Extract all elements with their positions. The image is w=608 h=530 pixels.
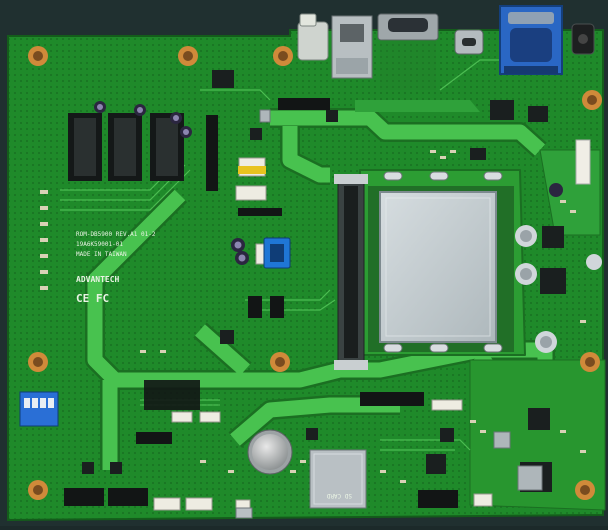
vendor-logo: ADVANTECH	[76, 275, 120, 284]
inductors	[259, 109, 543, 491]
cpu-socket	[368, 171, 514, 353]
blue-parts	[19, 237, 291, 427]
model-line: ROM-DB5900 REV.A1 01-2	[76, 231, 156, 238]
mount-hole	[28, 46, 48, 66]
dip-switch	[19, 391, 59, 427]
sodimm-slot	[334, 174, 368, 370]
silkscreen: ROM-DB5900 REV.A1 01-2 19A6K59001-01 MAD…	[76, 231, 352, 499]
passives	[40, 150, 586, 483]
cert-marks: CE FC	[76, 292, 109, 305]
origin-label: MADE IN TAIWAN	[76, 251, 127, 258]
electrolytic-capacitors	[94, 101, 602, 353]
mount-hole	[178, 46, 198, 66]
micro-usb-port	[235, 507, 253, 519]
mount-hole	[575, 480, 595, 500]
audio-jack	[297, 21, 329, 61]
mount-hole	[580, 352, 600, 372]
yellow-jumpers	[238, 166, 266, 174]
mount-hole	[28, 480, 48, 500]
sd-card-slot	[309, 449, 367, 509]
mount-hole	[273, 46, 293, 66]
rear-io	[297, 5, 595, 90]
m2-slots	[68, 113, 184, 181]
mounting-holes	[28, 46, 602, 500]
part-number: 19A6K59001-01	[76, 241, 123, 248]
mount-hole	[28, 352, 48, 372]
coin-cell-battery	[247, 429, 293, 475]
mount-hole	[270, 352, 290, 372]
mount-hole	[582, 90, 602, 110]
pin-headers	[64, 98, 591, 508]
sd-label: SD CARD	[326, 492, 352, 499]
